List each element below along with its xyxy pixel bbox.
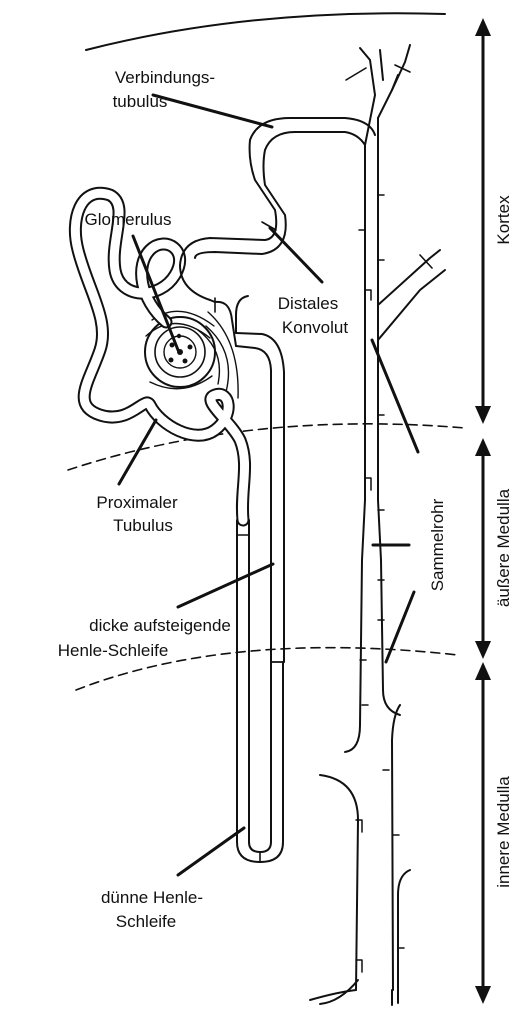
label-proximaler-1: Proximaler <box>96 493 178 512</box>
zone-label-aeussere-medulla: äußere Medulla <box>494 488 513 607</box>
label-duenne-1: dünne Henle- <box>101 888 203 907</box>
label-distales-2: Konvolut <box>282 318 348 337</box>
duct-ticks <box>356 195 404 972</box>
label-duenne-2: Schleife <box>116 912 176 931</box>
zone-label-kortex: Kortex <box>494 195 513 245</box>
label-sammelrohr: Sammelrohr <box>428 498 447 591</box>
label-distales-1: Distales <box>278 294 338 313</box>
cortex-medulla-boundary <box>68 424 465 470</box>
label-proximaler-2: Tubulus <box>113 516 173 535</box>
proximal-tubule <box>75 193 244 520</box>
label-verbindungstubulus-2: tubulus <box>113 92 168 111</box>
label-glomerulus: Glomerulus <box>85 210 172 229</box>
zone-arrows <box>475 18 491 1004</box>
label-dicke-2: Henle-Schleife <box>58 641 169 660</box>
label-verbindungstubulus-1: Verbindungs- <box>115 68 215 87</box>
capsule-arc <box>86 13 445 50</box>
collecting-duct <box>310 45 445 1005</box>
label-dicke-1: dicke aufsteigende <box>89 616 231 635</box>
zone-label-innere-medulla: innere Medulla <box>494 776 513 888</box>
